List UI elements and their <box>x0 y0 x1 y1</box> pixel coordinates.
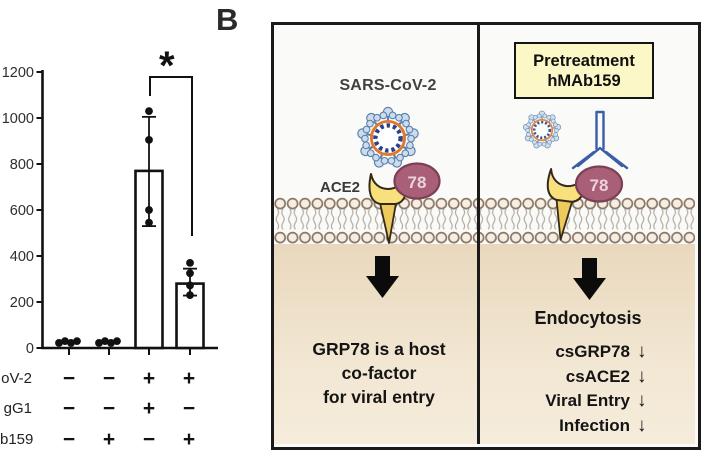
endocytosis-heading: Endocytosis <box>534 308 642 328</box>
y-tick-label: 1200 <box>2 65 34 81</box>
effect-label: Viral Entry <box>545 391 630 411</box>
caption-line: for viral entry <box>323 387 435 407</box>
significance-bracket <box>149 76 193 236</box>
data-point <box>186 291 194 299</box>
dose-symbol: + <box>142 366 156 390</box>
data-point <box>95 339 103 347</box>
dose-symbol: + <box>142 397 156 421</box>
virus-label: SARS-CoV-2 <box>339 77 437 94</box>
data-point <box>145 206 153 214</box>
effect-row: Infection ↓ <box>505 414 657 439</box>
pretreatment-line1: Pretreatment <box>533 51 635 70</box>
y-tick-label: 0 <box>26 341 34 357</box>
data-point <box>145 135 153 144</box>
effect-row: csGRP78 ↓ <box>505 340 657 365</box>
pretreatment-line2: hMAb159 <box>547 71 621 90</box>
antibody-icon <box>571 110 629 170</box>
y-tick-label: 1000 <box>2 111 34 127</box>
y-tick-label: 800 <box>10 157 34 173</box>
dose-row: b159 − + − + <box>0 424 224 455</box>
bar-chart: 0 200 400 600 800 1000 1200 <box>2 65 218 357</box>
effect-label: Infection <box>559 415 630 435</box>
panel-divider <box>477 22 480 444</box>
dose-row-label: b159 <box>0 430 34 448</box>
dose-row: gG1 − − + − <box>0 394 224 425</box>
sars-cov-2-virus-icon <box>356 107 419 169</box>
cytoplasm-background <box>274 244 695 444</box>
dose-symbol: − <box>62 427 76 451</box>
dose-symbol: + <box>102 427 116 451</box>
data-point <box>101 337 109 345</box>
dose-symbol: + <box>182 427 196 451</box>
grp78-label: 78 <box>408 173 427 192</box>
dose-symbol: − <box>102 397 116 421</box>
ace2-label: ACE2 <box>320 179 361 196</box>
y-tick-label: 400 <box>10 249 34 265</box>
grp78-oval <box>393 162 441 200</box>
data-point <box>145 107 153 115</box>
data-point <box>186 259 194 267</box>
data-point <box>145 218 153 227</box>
small-virus-icon <box>522 111 561 149</box>
down-arrow-right <box>573 258 606 300</box>
dose-symbol: − <box>142 427 156 451</box>
decrease-arrow-icon: ↓ <box>637 341 647 363</box>
pretreatment-callout: Pretreatment hMAb159 <box>514 42 654 99</box>
grp78-label-right: 78 <box>590 176 609 195</box>
data-point <box>113 337 121 345</box>
dose-row: oV-2 − − + + <box>0 363 224 394</box>
decrease-arrow-icon: ↓ <box>637 414 647 436</box>
dose-symbol: − <box>182 397 196 421</box>
effect-label: csGRP78 <box>555 342 630 362</box>
effect-row: Viral Entry ↓ <box>505 389 657 414</box>
left-caption: GRP78 is a host co-factor for viral entr… <box>281 337 477 409</box>
data-point <box>55 339 63 347</box>
dose-row-label: gG1 <box>3 400 32 418</box>
effect-label: csACE2 <box>565 366 630 386</box>
dose-symbol: − <box>62 366 76 390</box>
data-point <box>107 339 115 347</box>
y-tick-label: 200 <box>10 295 34 311</box>
significance-asterisk: * <box>159 44 175 88</box>
caption-line: GRP78 is a host <box>312 339 446 359</box>
dose-table: oV-2 − − + + gG1 − − + − b159 − + − + <box>0 363 224 455</box>
dose-symbol: − <box>62 397 76 421</box>
dose-row-label: oV-2 <box>1 369 32 387</box>
mechanism-diagram: 78 78 <box>274 22 695 300</box>
panel-b-label: B <box>216 2 239 37</box>
dose-symbol: + <box>182 366 196 390</box>
data-point <box>73 337 81 345</box>
effects-list: csGRP78 ↓ csACE2 ↓ Viral Entry ↓ Infecti… <box>505 340 657 438</box>
data-point <box>61 337 69 345</box>
dose-symbol: − <box>102 366 116 390</box>
cell-membrane <box>274 197 695 244</box>
effect-row: csACE2 ↓ <box>505 365 657 390</box>
data-point <box>186 281 194 290</box>
grp78-oval-right <box>574 165 624 203</box>
data-point <box>67 339 75 347</box>
down-arrow <box>366 256 399 298</box>
decrease-arrow-icon: ↓ <box>637 390 647 412</box>
decrease-arrow-icon: ↓ <box>637 365 647 387</box>
caption-line: co-factor <box>341 363 417 383</box>
data-point <box>186 269 194 278</box>
y-tick-label: 600 <box>10 203 34 219</box>
